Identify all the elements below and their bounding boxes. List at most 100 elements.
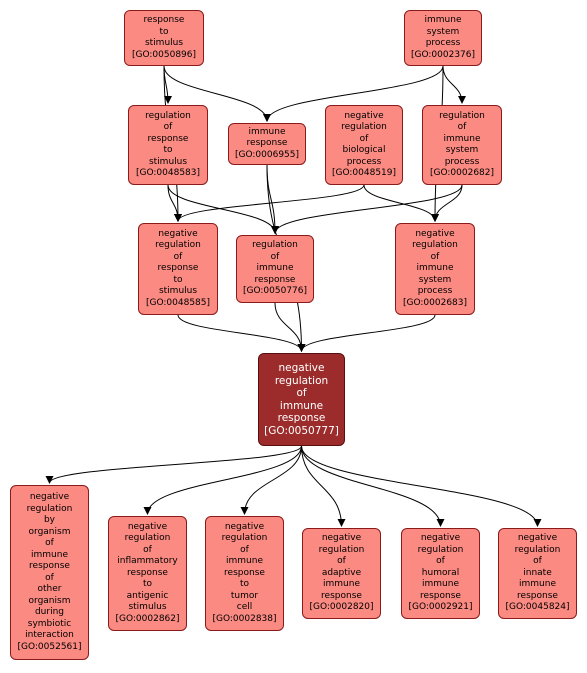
go-term-label-line: negative — [278, 362, 325, 374]
go-term-label-line: interaction — [25, 630, 74, 640]
edge-n0050896-to-n0006955 — [163, 65, 271, 122]
go-term-id: [GO:0048585] — [145, 297, 211, 308]
go-term-label-line: regulation — [412, 240, 458, 251]
go-term-label-line: immune — [279, 399, 324, 412]
go-term-label-line: of — [457, 122, 467, 132]
go-term-label-line: response — [127, 567, 168, 578]
edge-n0048519-to-n0048585 — [174, 184, 365, 222]
go-term-label-line: humoral — [421, 567, 460, 578]
go-term-label-line: immune — [256, 263, 294, 274]
go-term-label-line: to — [142, 579, 153, 590]
go-term-label-line: of — [173, 251, 183, 262]
go-term-label-line: immune — [416, 263, 454, 274]
go-term-id: [GO:0050776] — [242, 286, 308, 297]
go-term-label-line: of — [240, 544, 249, 555]
edge-n0006955-to-n0050776 — [266, 164, 279, 234]
edge-n0002376-to-n0002682 — [442, 65, 466, 104]
edge-n0050777-to-n0002820 — [301, 445, 346, 527]
go-term-label-line: negative — [29, 492, 70, 502]
go-term-label-line: antigenic — [126, 590, 169, 601]
go-term-label-line: of — [45, 572, 54, 583]
go-term-label-line: stimulus — [148, 156, 188, 167]
edge-n0050777-to-n0052561 — [45, 445, 302, 484]
go-term-label-line: regulation — [221, 533, 268, 544]
edge-n0048583-to-n0050776 — [167, 184, 279, 234]
go-term-label-line: regulation — [318, 544, 365, 555]
go-term-label-line: regulation — [252, 240, 298, 251]
go-term-id: [GO:0050896] — [131, 49, 197, 60]
go-term-label-line: biological — [342, 145, 386, 155]
go-term-label-line: other — [37, 584, 62, 594]
go-term-label-line: process — [417, 286, 453, 297]
go-term-label-line: response — [147, 133, 189, 144]
go-term-label-line: of — [430, 251, 440, 262]
go-term-id: [GO:0002376] — [410, 49, 476, 60]
go-term-label-line: response — [517, 590, 558, 601]
go-term-label-line: immune — [248, 126, 286, 137]
edge-n0048585-to-n0050777 — [177, 314, 306, 352]
go-term-label-line: of — [143, 544, 152, 555]
go-term-label-line: by — [43, 515, 56, 525]
go-term-label-line: immune — [31, 549, 68, 560]
go-term-label-line: immune — [226, 556, 263, 567]
go-term-label-line: response — [254, 274, 296, 285]
go-term-id: [GO:0002683] — [402, 297, 468, 308]
go-term-label-line: system — [418, 274, 452, 285]
go-term-id: [GO:0002862] — [115, 613, 180, 624]
go-term-label-line: to — [173, 274, 183, 285]
go-term-label-line: stimulus — [158, 286, 198, 297]
go-term-label-line: negative — [344, 110, 384, 121]
go-term-label-line: of — [296, 387, 307, 399]
go-term-label-line: regulation — [439, 110, 485, 121]
go-term-label-line: of — [45, 538, 54, 548]
go-term-label-line: adaptive — [321, 567, 362, 578]
edge-n0002683-to-n0050777 — [297, 314, 436, 352]
go-term-label-line: to — [239, 579, 250, 590]
go-term-label-line: regulation — [274, 374, 329, 387]
go-term-id: [GO:0048519] — [331, 168, 397, 178]
go-term-label-line: response — [157, 263, 199, 274]
go-term-label-line: response — [246, 138, 288, 149]
go-term-id: [GO:0002921] — [408, 602, 473, 613]
go-term-label-line: system — [426, 26, 460, 37]
go-term-label-line: organism — [28, 526, 71, 537]
go-term-label-line: immune — [519, 579, 556, 590]
edge-n0002682-to-n0002683 — [431, 184, 463, 222]
go-term-label-line: of — [533, 556, 542, 567]
go-term-label-line: negative — [415, 228, 455, 239]
go-term-label-line: process — [346, 156, 382, 167]
go-term-label-line: to — [159, 26, 169, 37]
go-term-id: [GO:0002682] — [429, 168, 495, 178]
edge-n0050777-to-n0002921 — [301, 445, 445, 527]
go-term-label-line: of — [163, 122, 173, 132]
go-term-label-line: of — [436, 556, 445, 567]
go-term-label-line: response — [143, 15, 185, 25]
go-term-label-line: process — [425, 38, 461, 48]
go-term-label-line: immune — [323, 579, 360, 590]
go-term-label-line: regulation — [341, 122, 387, 132]
go-term-label-line: regulation — [155, 240, 201, 251]
go-term-id: [GO:0052561] — [17, 641, 82, 652]
go-term-label-line: inflammatory — [117, 556, 178, 567]
edge-n0050777-to-n0002862 — [143, 445, 302, 515]
go-term-label-line: negative — [158, 228, 198, 239]
go-term-label-line: regulation — [514, 544, 561, 555]
